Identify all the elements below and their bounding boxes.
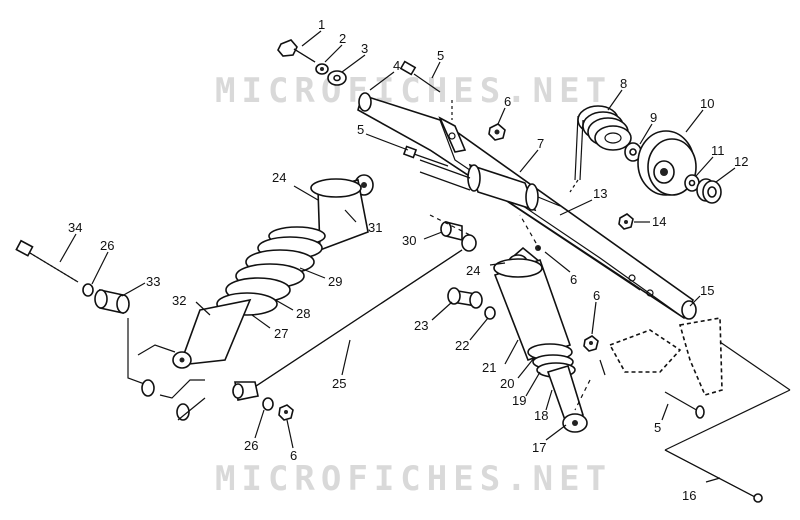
- bushing-part-30: [440, 220, 463, 242]
- watermark-top: MICROFICHES.NET: [215, 71, 612, 111]
- callout-25: 25: [332, 376, 346, 391]
- callout-14: 14: [652, 214, 666, 229]
- washer-part-22: [484, 306, 496, 320]
- callout-6-lower: 6: [290, 448, 297, 463]
- callout-11: 11: [711, 143, 725, 158]
- callout-24-left: 24: [272, 170, 286, 185]
- washer-part-26-upper: [82, 283, 94, 297]
- callout-21: 21: [482, 360, 496, 375]
- link-rod-part-25: [232, 234, 477, 401]
- callout-6-shock: 6: [570, 272, 577, 287]
- callout-6-right: 6: [593, 288, 600, 303]
- callout-27: 27: [274, 326, 288, 341]
- washer-part-3: [327, 70, 347, 86]
- callout-28: 28: [296, 306, 310, 321]
- reference-lines: [429, 214, 606, 411]
- idler-wheel-part-10: [637, 130, 697, 196]
- callout-17: 17: [532, 440, 546, 455]
- callout-8: 8: [620, 76, 627, 91]
- callout-34: 34: [68, 220, 82, 235]
- callout-5-mid: 5: [357, 122, 364, 137]
- callout-13: 13: [593, 186, 607, 201]
- nut-part-6-top: [488, 123, 506, 141]
- callout-12: 12: [734, 154, 748, 169]
- callout-19: 19: [512, 393, 526, 408]
- callout-9: 9: [650, 110, 657, 125]
- callout-33: 33: [146, 274, 160, 289]
- callout-32: 32: [172, 293, 186, 308]
- callout-10: 10: [700, 96, 714, 111]
- callout-26-lower: 26: [244, 438, 258, 453]
- callout-3: 3: [361, 41, 368, 56]
- leader-lines: [59, 30, 736, 483]
- callout-5-lower: 5: [654, 420, 661, 435]
- callout-15: 15: [700, 283, 714, 298]
- callout-23: 23: [414, 318, 428, 333]
- frame-bracket-left: [127, 318, 206, 421]
- callout-2: 2: [339, 31, 346, 46]
- spacer-tube-part-7: [419, 159, 561, 212]
- callout-5-top: 5: [437, 48, 444, 63]
- bushing-part-33: [94, 289, 130, 314]
- callout-31: 31: [368, 220, 382, 235]
- callout-6-top: 6: [504, 94, 511, 109]
- callout-26-upper: 26: [100, 238, 114, 253]
- axle-rod-part-16: [664, 341, 791, 503]
- callout-30: 30: [402, 233, 416, 248]
- callout-numbers: 1 2 3 4 5 6 5 7 8 9 10 11 12 13 14 15 16…: [68, 17, 748, 503]
- washer-part-2: [315, 63, 329, 75]
- callout-1: 1: [318, 17, 325, 32]
- torsion-spring-part-8: [569, 105, 632, 193]
- washer-part-26-lower: [262, 397, 274, 411]
- nut-part-6-lower: [278, 404, 294, 421]
- washer-part-11: [684, 174, 700, 192]
- nut-part-14: [618, 213, 634, 230]
- bearing-part-12: [696, 178, 722, 204]
- bolt-part-5-top: [399, 60, 453, 120]
- callout-24-right: 24: [466, 263, 480, 278]
- callout-16: 16: [682, 488, 696, 503]
- bolt-part-1: [277, 39, 316, 63]
- callout-20: 20: [500, 376, 514, 391]
- rear-shock-absorber: [172, 174, 374, 369]
- shock-mount-bracket: [583, 317, 723, 419]
- callout-22: 22: [455, 338, 469, 353]
- bolt-part-34: [15, 239, 79, 283]
- callout-29: 29: [328, 274, 342, 289]
- callout-7: 7: [537, 136, 544, 151]
- watermark-bottom: MICROFICHES.NET: [215, 459, 612, 499]
- front-shock-absorber: [493, 245, 588, 433]
- bushing-part-23: [447, 287, 483, 309]
- callout-18: 18: [534, 408, 548, 423]
- callout-4: 4: [393, 58, 400, 73]
